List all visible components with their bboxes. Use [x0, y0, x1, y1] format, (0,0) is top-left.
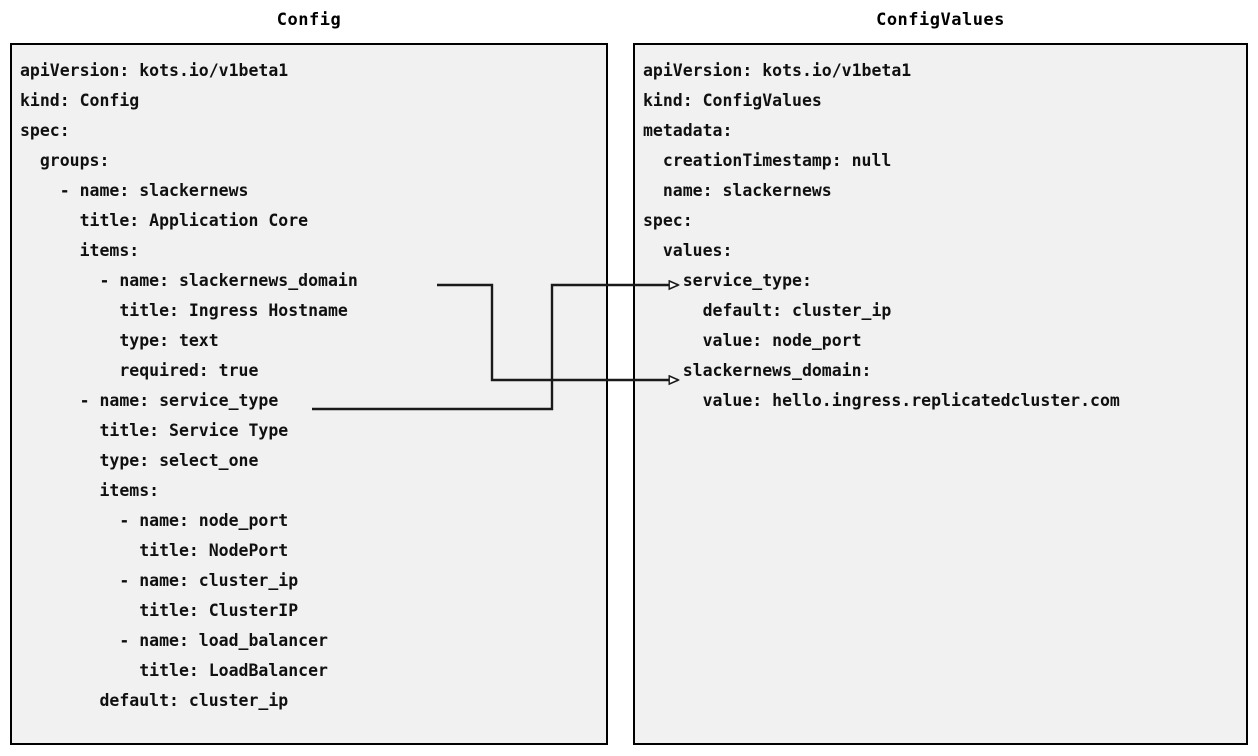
yaml-line: apiVersion: kots.io/v1beta1: [643, 61, 912, 80]
yaml-line: creationTimestamp: null: [643, 151, 892, 170]
yaml-line: title: NodePort: [20, 541, 289, 560]
yaml-line: values:: [643, 241, 733, 260]
yaml-line: title: ClusterIP: [20, 601, 299, 620]
yaml-line: - name: node_port: [20, 511, 289, 530]
configvalues-yaml-text: apiVersion: kots.io/v1beta1 kind: ConfigV…: [635, 45, 1120, 416]
yaml-line: title: Ingress Hostname: [20, 301, 348, 320]
yaml-line: default: cluster_ip: [20, 691, 289, 710]
configvalues-panel-title: ConfigValues: [876, 10, 1005, 30]
yaml-line: service_type:: [643, 271, 812, 290]
yaml-line: apiVersion: kots.io/v1beta1: [20, 61, 289, 80]
yaml-line: type: select_one: [20, 451, 259, 470]
yaml-line: spec:: [643, 211, 693, 230]
yaml-line: kind: ConfigValues: [643, 91, 822, 110]
config-panel-title: Config: [276, 10, 342, 30]
configvalues-yaml-panel: apiVersion: kots.io/v1beta1 kind: ConfigV…: [633, 43, 1248, 745]
yaml-line: spec:: [20, 121, 70, 140]
yaml-line: - name: slackernews: [20, 181, 249, 200]
yaml-line: value: hello.ingress.replicatedcluster.c…: [643, 391, 1120, 410]
yaml-line: - name: cluster_ip: [20, 571, 299, 590]
yaml-line: type: text: [20, 331, 219, 350]
yaml-line: - name: load_balancer: [20, 631, 328, 650]
yaml-line: groups:: [20, 151, 110, 170]
yaml-line: kind: Config: [20, 91, 140, 110]
yaml-line: - name: service_type: [20, 391, 279, 410]
yaml-line: items:: [20, 241, 140, 260]
yaml-line: title: LoadBalancer: [20, 661, 328, 680]
yaml-line: slackernews_domain:: [643, 361, 872, 380]
yaml-line: name: slackernews: [643, 181, 832, 200]
yaml-line: default: cluster_ip: [643, 301, 892, 320]
yaml-line: - name: slackernews_domain: [20, 271, 358, 290]
yaml-line: items:: [20, 481, 160, 500]
yaml-line: metadata:: [643, 121, 733, 140]
yaml-line: title: Service Type: [20, 421, 289, 440]
yaml-line: title: Application Core: [20, 211, 309, 230]
yaml-line: required: true: [20, 361, 259, 380]
config-yaml-text: apiVersion: kots.io/v1beta1 kind: Config s…: [12, 45, 358, 716]
yaml-line: value: node_port: [643, 331, 862, 350]
config-yaml-panel: apiVersion: kots.io/v1beta1 kind: Config s…: [10, 43, 608, 745]
